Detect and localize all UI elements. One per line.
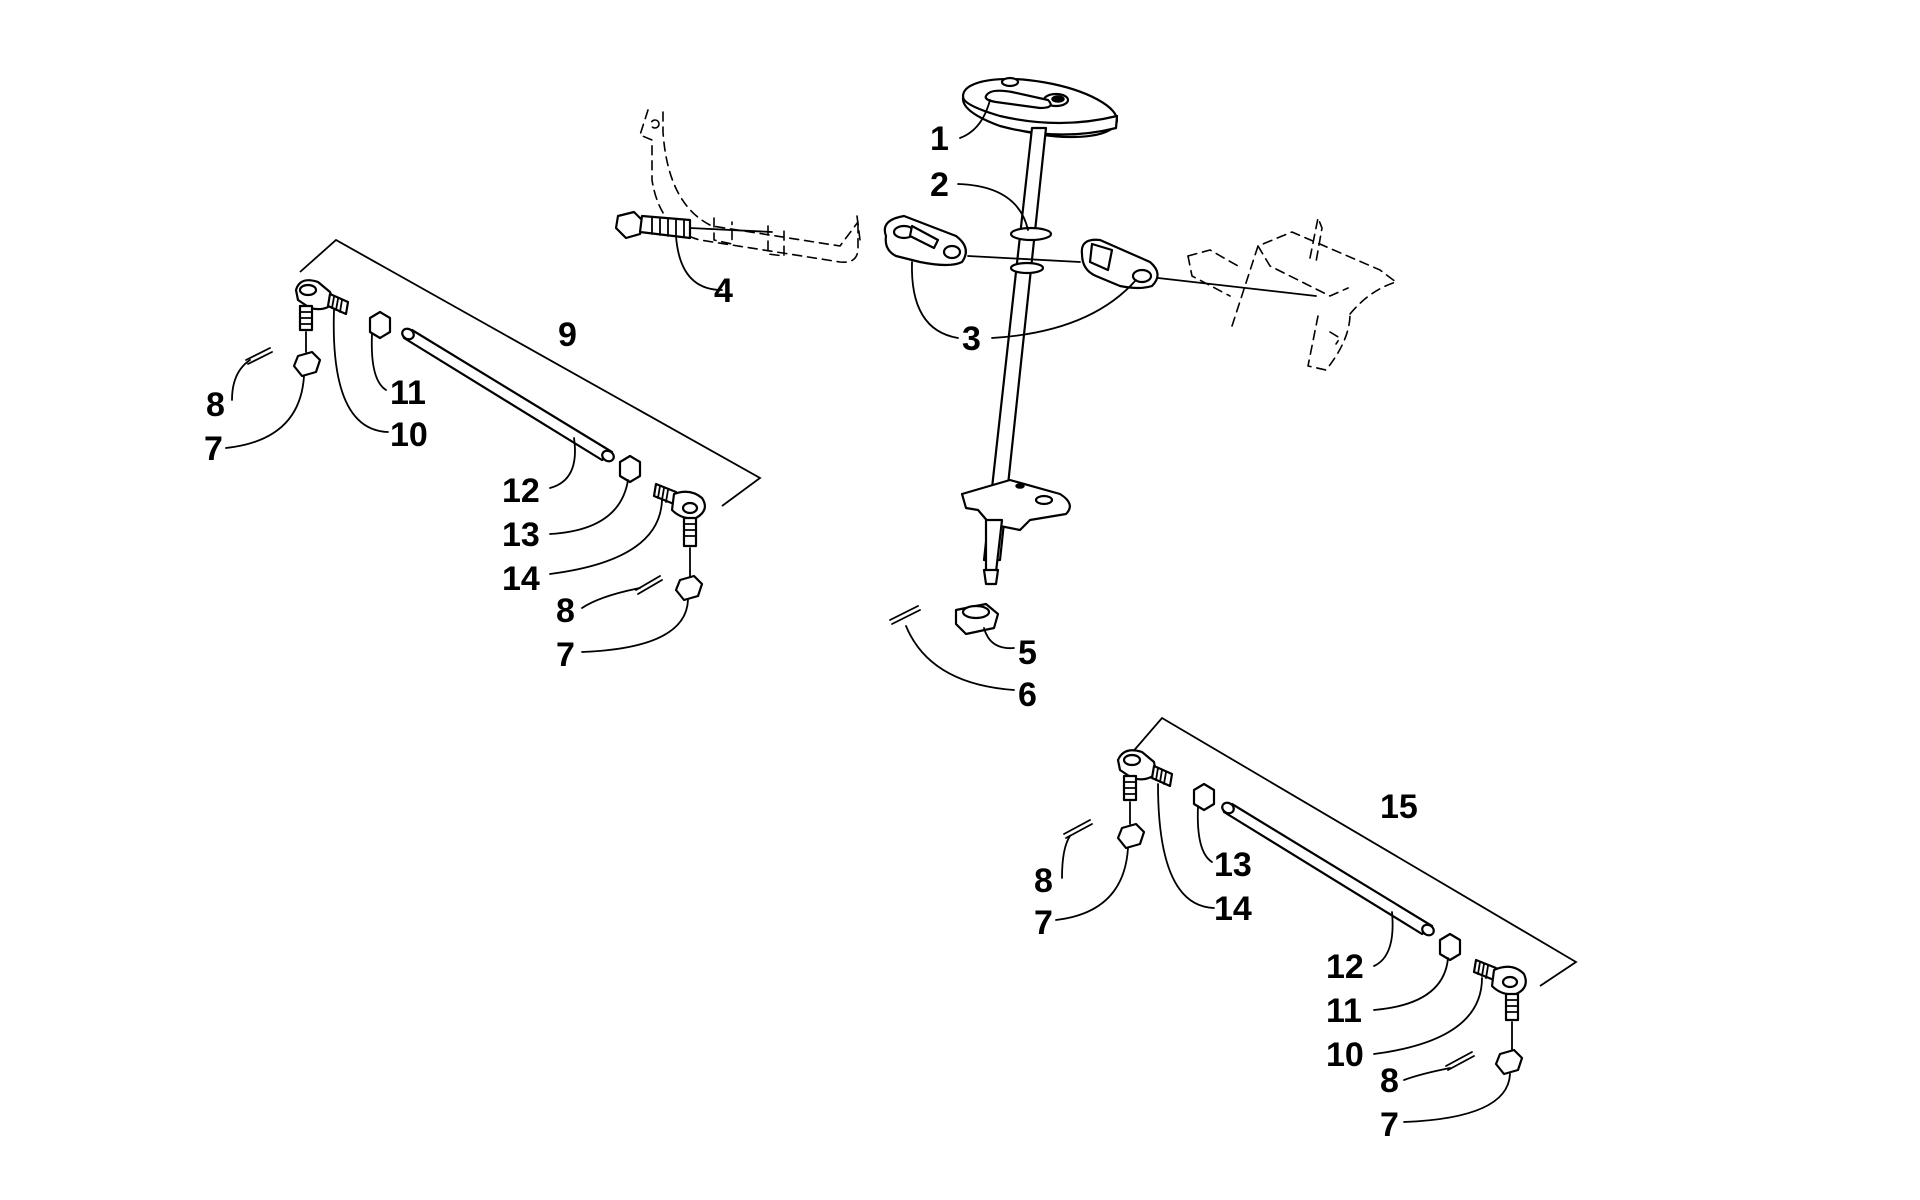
bolt-4 bbox=[614, 210, 773, 240]
callout-7c: 7 bbox=[1034, 904, 1053, 942]
callout-10a: 10 bbox=[390, 416, 428, 454]
callout-2: 2 bbox=[930, 166, 949, 204]
callout-10b: 10 bbox=[1326, 1036, 1364, 1074]
tie-rod-assembly-9 bbox=[245, 238, 762, 602]
callout-14a: 14 bbox=[502, 560, 540, 598]
tie-rod-assembly-15 bbox=[1063, 716, 1578, 1076]
callout-14b: 14 bbox=[1214, 890, 1252, 928]
steering-post bbox=[960, 76, 1119, 586]
callout-11a: 11 bbox=[390, 374, 426, 412]
cotter-pin-6 bbox=[889, 605, 921, 625]
clamp-left-3 bbox=[883, 214, 967, 267]
callout-1: 1 bbox=[930, 120, 949, 158]
callout-8d: 8 bbox=[1380, 1062, 1399, 1100]
callout-6: 6 bbox=[1018, 676, 1037, 714]
callout-13b: 13 bbox=[1214, 846, 1252, 884]
leader-lines bbox=[225, 99, 1511, 1123]
callout-7a: 7 bbox=[204, 430, 223, 468]
callout-12b: 12 bbox=[1326, 948, 1364, 986]
callout-11b: 11 bbox=[1326, 992, 1362, 1030]
callout-labels: 1 2 3 4 5 6 9 8 7 11 10 12 13 14 8 7 15 … bbox=[204, 120, 1418, 1144]
callout-12a: 12 bbox=[502, 472, 540, 510]
frame-left-dashed bbox=[639, 109, 861, 264]
callout-4: 4 bbox=[714, 272, 733, 310]
callout-13a: 13 bbox=[502, 516, 540, 554]
callout-7d: 7 bbox=[1380, 1106, 1399, 1144]
callout-8c: 8 bbox=[1034, 862, 1053, 900]
clamp-right-3 bbox=[967, 238, 1317, 297]
callout-8a: 8 bbox=[206, 386, 225, 424]
callout-8b: 8 bbox=[556, 592, 575, 630]
frame-right-dashed bbox=[1187, 217, 1397, 371]
callout-3: 3 bbox=[962, 320, 981, 358]
callout-9: 9 bbox=[558, 316, 577, 354]
spindle-nut bbox=[954, 602, 1000, 636]
callout-15: 15 bbox=[1380, 788, 1418, 826]
callout-5: 5 bbox=[1018, 634, 1037, 672]
callout-7b: 7 bbox=[556, 636, 575, 674]
